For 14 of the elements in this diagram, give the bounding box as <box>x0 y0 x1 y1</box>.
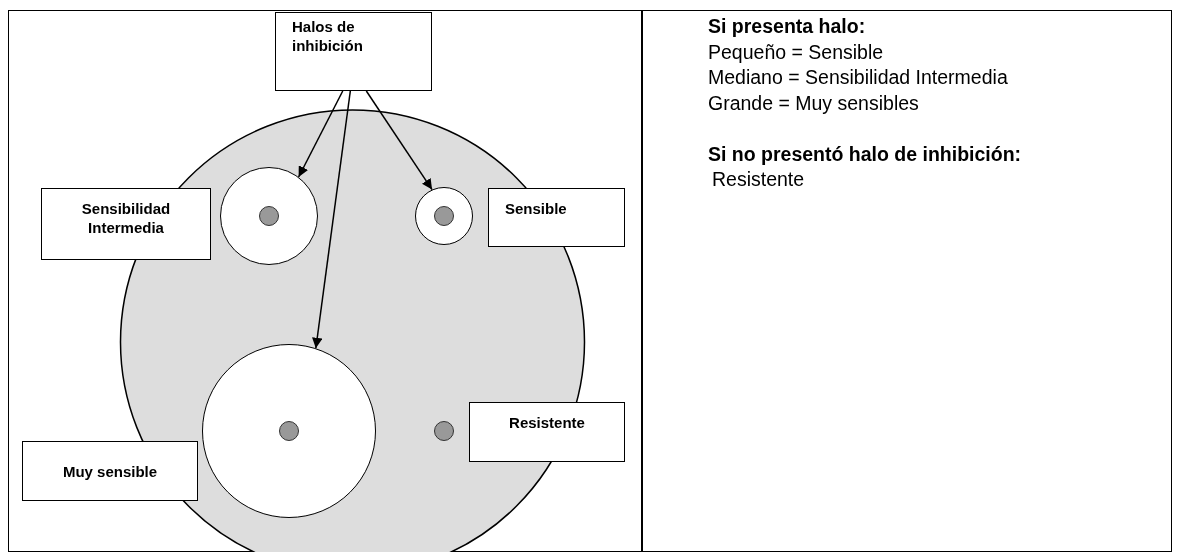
heading-text: Si presenta halo: <box>707 14 867 39</box>
label-box: Resistente <box>469 402 625 462</box>
callout-box: Halos de inhibición <box>275 12 432 91</box>
label-box: Sensibilidad Intermedia <box>41 188 211 260</box>
label-box: Sensible <box>488 188 625 247</box>
arrow <box>312 90 352 349</box>
label-box: Muy sensible <box>22 441 198 501</box>
arrow <box>297 90 344 178</box>
body-text: Resistente <box>711 167 806 192</box>
body-text: Grande = Muy sensibles <box>707 90 920 116</box>
body-text: Pequeño = Sensible <box>707 39 885 65</box>
body-text: Mediano = Sensibilidad Intermedia <box>707 65 1009 90</box>
arrow <box>365 90 433 191</box>
heading-text: Si no presentó halo de inhibición: <box>707 141 1023 167</box>
